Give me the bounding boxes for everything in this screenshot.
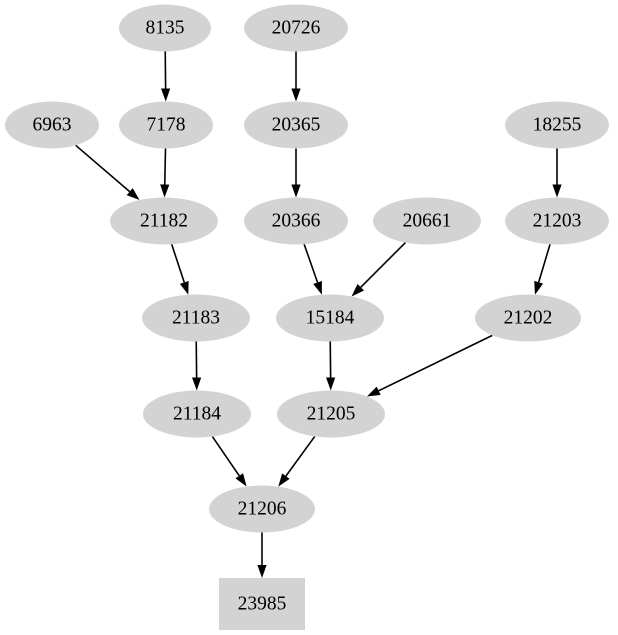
arrowhead-icon (326, 377, 336, 391)
arrowhead-icon (179, 280, 189, 295)
arrowhead-icon (366, 386, 381, 397)
node-ellipse-shape[interactable] (244, 197, 348, 245)
node-ellipse-shape[interactable] (244, 4, 348, 52)
arrowhead-icon (257, 565, 267, 578)
node-23985[interactable]: 23985 (219, 578, 305, 630)
node-ellipse-shape[interactable] (142, 294, 250, 342)
node-21202[interactable]: 21202 (475, 294, 581, 342)
node-ellipse-shape[interactable] (277, 390, 385, 438)
edge-7178-to-21182 (163, 148, 167, 185)
node-ellipse-shape[interactable] (5, 101, 99, 149)
nodes-layer: 8135 20726 6963 7178 20365 18255 21182 20366 206… (5, 4, 609, 630)
arrowhead-icon (552, 184, 562, 198)
edges-layer (75, 51, 562, 578)
node-ellipse-shape[interactable] (119, 4, 211, 52)
node-21184[interactable]: 21184 (143, 390, 251, 438)
node-ellipse-shape[interactable] (505, 197, 609, 245)
node-18255[interactable]: 18255 (505, 101, 609, 149)
node-ellipse-shape[interactable] (244, 101, 348, 149)
node-21182[interactable]: 21182 (110, 197, 218, 245)
node-21205[interactable]: 21205 (277, 390, 385, 438)
node-21203[interactable]: 21203 (505, 197, 609, 245)
arrowhead-icon (278, 473, 290, 487)
arrowhead-icon (291, 88, 301, 102)
node-20726[interactable]: 20726 (244, 4, 348, 52)
node-ellipse-shape[interactable] (505, 101, 609, 149)
node-20366[interactable]: 20366 (244, 197, 348, 245)
arrowhead-icon (235, 473, 247, 487)
edge-6963-to-21182 (75, 144, 131, 193)
node-21183[interactable]: 21183 (142, 294, 250, 342)
node-20661[interactable]: 20661 (373, 197, 481, 245)
node-6963[interactable]: 6963 (5, 101, 99, 149)
node-ellipse-shape[interactable] (276, 294, 384, 342)
edge-21203-to-21202 (537, 244, 551, 283)
node-20365[interactable]: 20365 (244, 101, 348, 149)
edge-20661-to-15184 (360, 241, 407, 288)
node-ellipse-shape[interactable] (143, 390, 251, 438)
arrowhead-icon (534, 280, 544, 295)
edge-21202-to-21205 (378, 334, 493, 392)
arrowhead-icon (160, 184, 170, 198)
arrowhead-icon (291, 184, 301, 198)
node-ellipse-shape[interactable] (119, 101, 213, 149)
arrowhead-icon (351, 284, 364, 297)
edge-20366-to-15184 (303, 243, 319, 283)
node-8135[interactable]: 8135 (119, 4, 211, 52)
arrowhead-icon (313, 280, 322, 295)
node-ellipse-shape[interactable] (209, 485, 315, 533)
arrowhead-icon (192, 377, 202, 391)
edge-21184-to-21206 (211, 436, 240, 477)
edge-21182-to-21183 (170, 244, 186, 283)
node-7178[interactable]: 7178 (119, 101, 213, 149)
arrowhead-icon (126, 188, 140, 201)
node-ellipse-shape[interactable] (110, 197, 218, 245)
arrowhead-icon (161, 88, 171, 102)
node-box-shape[interactable] (219, 578, 305, 630)
node-21206[interactable]: 21206 (209, 485, 315, 533)
node-ellipse-shape[interactable] (373, 197, 481, 245)
edge-21205-to-21206 (285, 435, 316, 477)
node-ellipse-shape[interactable] (475, 294, 581, 342)
node-15184[interactable]: 15184 (276, 294, 384, 342)
